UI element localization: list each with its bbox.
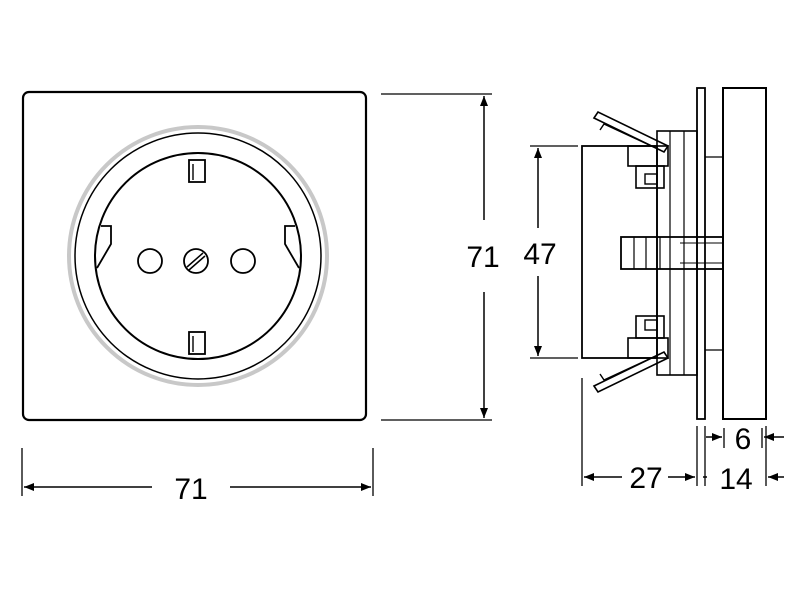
side-frame-thickness-label: 6 bbox=[735, 423, 752, 456]
outer-ring bbox=[67, 125, 329, 387]
side-body-height-label: 47 bbox=[523, 238, 556, 271]
pin-hole-left bbox=[137, 248, 163, 274]
schuko-socket-icon bbox=[96, 159, 300, 355]
side-mounting-frame bbox=[696, 87, 706, 420]
side-center-pin bbox=[620, 236, 724, 270]
socket-recess bbox=[94, 152, 302, 360]
side-total-front-dimension: 14 bbox=[703, 426, 784, 496]
left-notch bbox=[96, 225, 112, 269]
front-width-label: 71 bbox=[174, 473, 207, 506]
pin-hole-right bbox=[230, 248, 256, 274]
side-depth-body-label: 27 bbox=[629, 462, 662, 495]
front-width-dimension: 71 bbox=[21, 448, 374, 506]
bottom-earth-clip bbox=[188, 331, 206, 355]
side-total-front-label: 14 bbox=[719, 463, 752, 496]
right-notch bbox=[284, 225, 300, 269]
side-height-dimension: 47 bbox=[523, 145, 578, 359]
top-earth-clip bbox=[188, 159, 206, 183]
lower-claw bbox=[592, 315, 670, 394]
socket-side-profile: 47 27 6 14 bbox=[523, 87, 784, 496]
side-frame-thickness-dimension: 6 bbox=[706, 423, 784, 456]
front-height-dimension: 71 bbox=[381, 93, 500, 421]
upper-claw bbox=[592, 110, 670, 189]
side-depth-dimension: 27 bbox=[581, 378, 698, 495]
front-height-label: 71 bbox=[466, 241, 499, 274]
inner-ring bbox=[74, 132, 322, 380]
cover-plate bbox=[21, 90, 368, 422]
side-cover-plate bbox=[722, 87, 767, 420]
center-screw bbox=[183, 248, 209, 274]
front-view: 71 71 bbox=[21, 90, 500, 506]
